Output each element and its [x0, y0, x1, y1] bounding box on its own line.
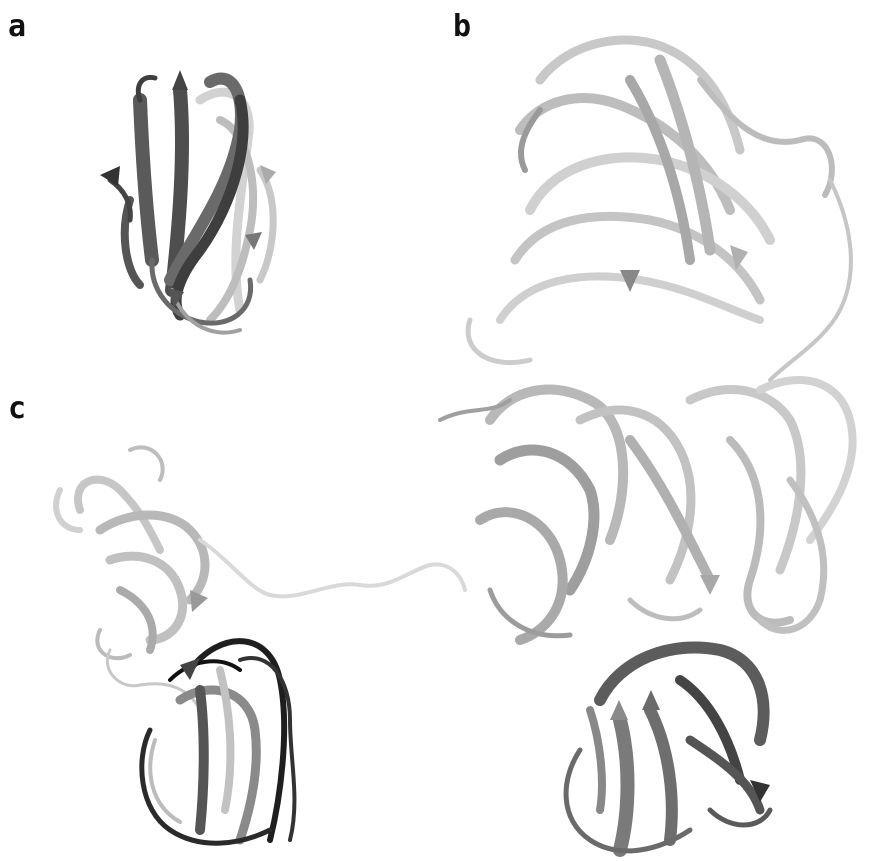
panel-label-c: c	[8, 394, 26, 424]
panel-label-a: a	[8, 12, 26, 42]
panel-a-protein-domain	[80, 60, 300, 350]
panel-a-ribbon-structure	[80, 60, 300, 350]
panel-c-protein-superposition	[40, 430, 480, 861]
panel-b-protein-complex	[430, 20, 880, 861]
panel-b-ribbon-structure	[430, 20, 880, 861]
panel-c-ribbon-structure	[40, 430, 480, 861]
